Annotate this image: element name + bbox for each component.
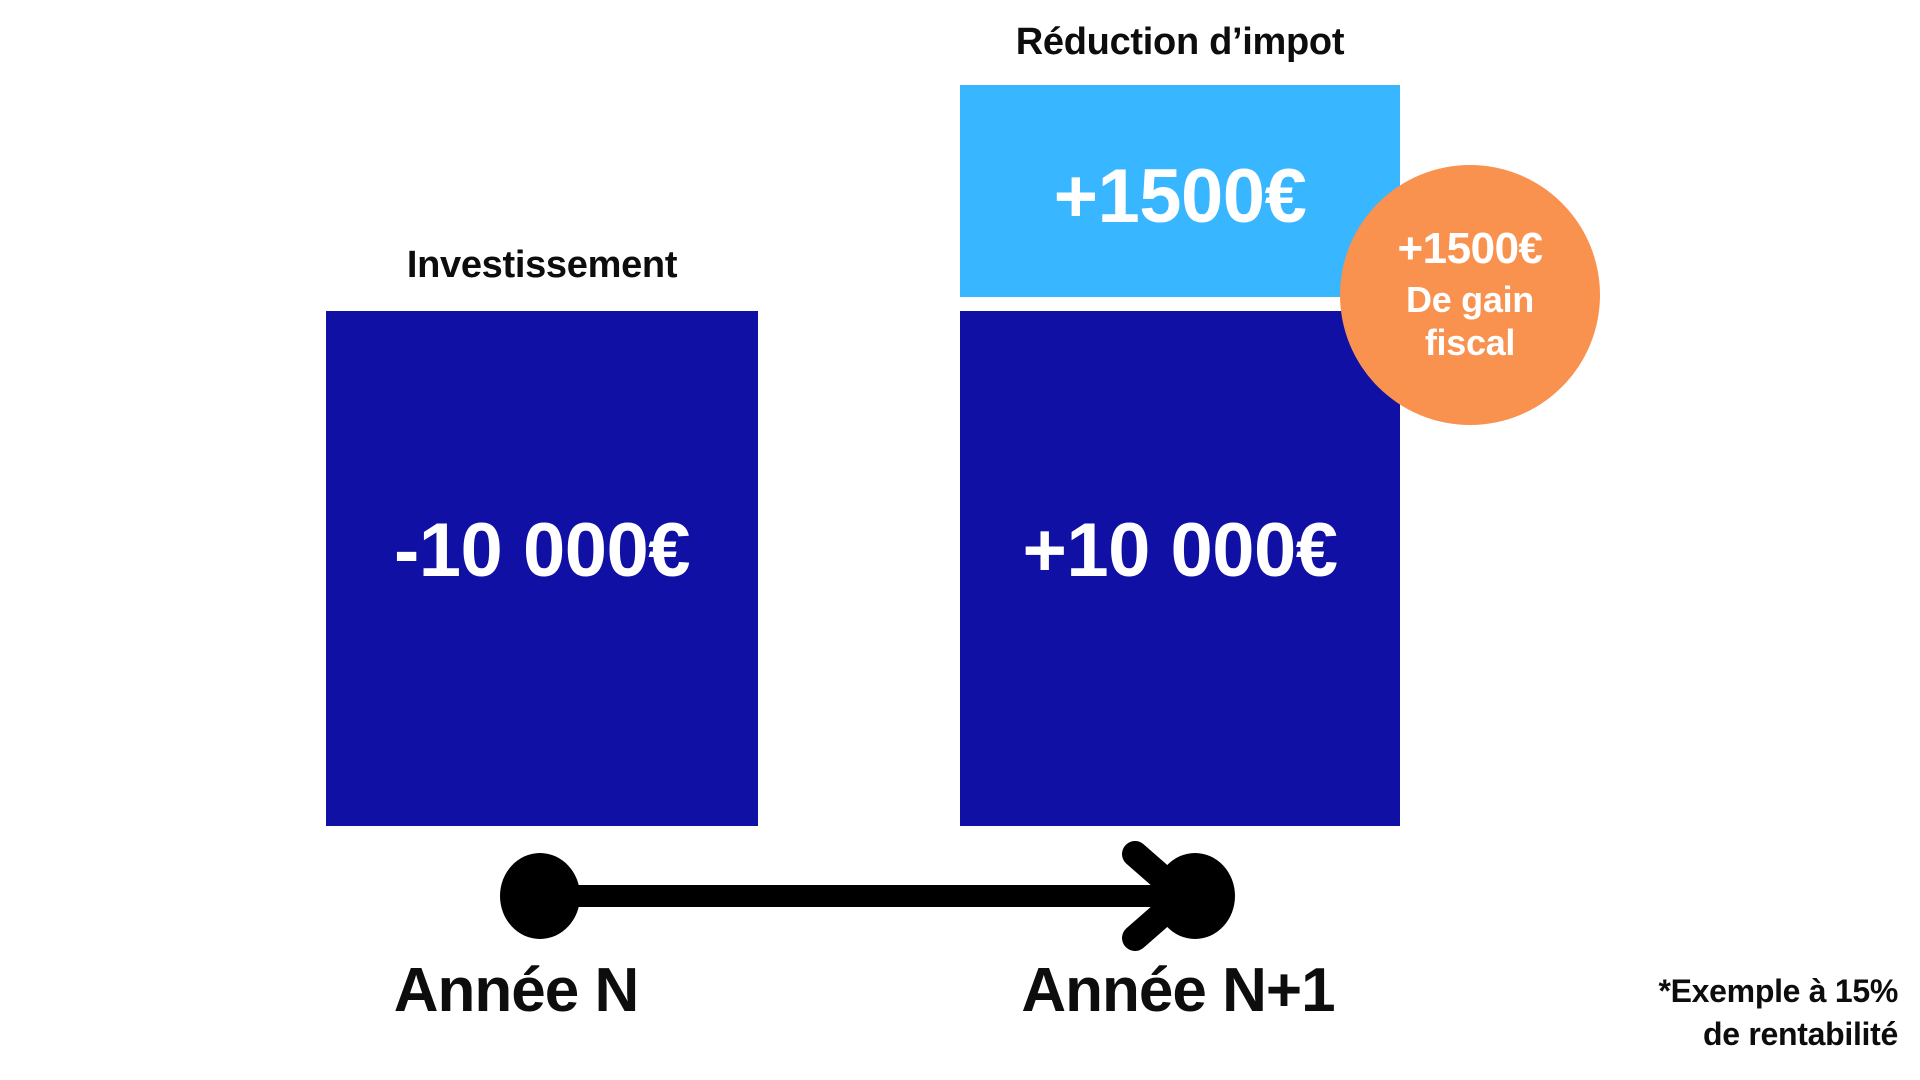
fiscal-gain-badge-amount: +1500€ (1397, 223, 1543, 273)
bar-capital-return: +10 000€ (960, 311, 1400, 826)
fiscal-gain-badge-line1: De gain (1406, 278, 1534, 320)
timeline-dot-year-n (500, 853, 580, 939)
footnote-line-1: *Exemple à 15% (1658, 973, 1898, 1010)
timeline-shaft (535, 885, 1190, 907)
fiscal-gain-badge: +1500€ De gain fiscal (1340, 165, 1600, 425)
axis-label-year-n: Année N (393, 956, 639, 1025)
investment-bar-caption: Investissement (406, 244, 678, 286)
timeline-axis (500, 841, 1235, 951)
bar-tax-reduction-value: +1500€ (1053, 154, 1307, 239)
axis-label-year-n-plus-1: Année N+1 (1021, 956, 1335, 1025)
footnote-line-2: de rentabilité (1703, 1016, 1898, 1053)
bar-investment-value: -10 000€ (393, 507, 691, 593)
bar-tax-reduction: +1500€ (960, 85, 1400, 297)
footnote: *Exemple à 15% de rentabilité (1478, 970, 1898, 1056)
bar-investment: -10 000€ (326, 311, 758, 826)
tax-reduction-bar-caption: Réduction d’impot (1015, 21, 1345, 63)
fiscal-gain-badge-line2: fiscal (1424, 322, 1516, 364)
bar-capital-return-value: +10 000€ (1022, 507, 1338, 593)
timeline-arrow-icon (1122, 841, 1196, 951)
